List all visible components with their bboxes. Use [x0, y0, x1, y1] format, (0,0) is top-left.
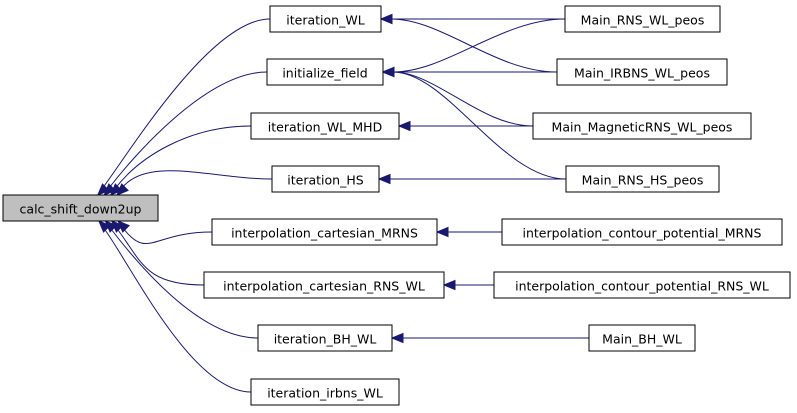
edge-Main_MagneticRNS_WL_peos-to-initialize_field [381, 66, 534, 127]
edge-line [121, 226, 213, 244]
node-box[interactable] [203, 271, 445, 299]
node-label: Main_RNS_HS_peos [582, 173, 704, 188]
node-label: iteration_HS [287, 173, 363, 188]
edge-line [109, 226, 259, 339]
node-box[interactable] [269, 5, 382, 33]
arrowhead [381, 66, 395, 78]
node-label: Main_RNS_WL_peos [581, 13, 705, 28]
node-iteration_WL_MHD[interactable]: iteration_WL_MHD [250, 112, 400, 140]
edges-layer [96, 13, 590, 393]
node-iteration_irbns_WL[interactable]: iteration_irbns_WL [250, 378, 400, 406]
node-box[interactable] [250, 378, 400, 406]
arrowhead [377, 173, 391, 185]
node-iteration_WL[interactable]: iteration_WL [269, 5, 382, 33]
edge-interpolation_contour_potential_MRNS-to-interpolation_cartesian_MRNS [435, 226, 503, 238]
edge-interpolation_contour_potential_RNS_WL-to-interpolation_cartesian_RNS_WL [442, 279, 494, 291]
edge-line [102, 226, 252, 393]
node-interpolation_contour_potential_MRNS[interactable]: interpolation_contour_potential_MRNS [501, 218, 783, 246]
node-label: iteration_BH_WL [274, 332, 377, 347]
arrowhead [435, 226, 449, 238]
edge-line [114, 125, 252, 190]
node-label: iteration_irbns_WL [267, 386, 383, 401]
arrowhead [96, 183, 110, 196]
edge-line [120, 170, 273, 190]
node-label: iteration_WL_MHD [268, 120, 382, 135]
node-label: Main_BH_WL [602, 332, 682, 347]
node-label: interpolation_contour_potential_RNS_WL [515, 279, 769, 294]
node-label: calc_shift_down2up [20, 202, 142, 217]
edge-line [101, 18, 271, 190]
arrowhead [397, 120, 411, 132]
node-box[interactable] [2, 194, 159, 222]
node-label: interpolation_cartesian_MRNS [231, 226, 418, 241]
node-Main_MagneticRNS_WL_peos[interactable]: Main_MagneticRNS_WL_peos [532, 112, 752, 140]
node-box[interactable] [250, 112, 400, 140]
node-box[interactable] [493, 271, 791, 299]
node-box[interactable] [556, 58, 728, 86]
node-Main_IRBNS_WL_peos[interactable]: Main_IRBNS_WL_peos [556, 58, 728, 86]
edge-iteration_HS-to-calc_shift_down2up [116, 170, 273, 196]
edge-iteration_irbns_WL-to-calc_shift_down2up [98, 220, 252, 393]
arrowhead [109, 183, 123, 196]
edge-Main_BH_WL-to-iteration_BH_WL [390, 332, 590, 344]
node-Main_RNS_HS_peos[interactable]: Main_RNS_HS_peos [565, 165, 720, 193]
node-interpolation_contour_potential_RNS_WL[interactable]: interpolation_contour_potential_RNS_WL [493, 271, 791, 299]
arrowhead [442, 279, 456, 291]
node-box[interactable] [532, 112, 752, 140]
nodes-layer: calc_shift_down2up iteration_WL initialize… [2, 5, 791, 406]
node-label: Main_MagneticRNS_WL_peos [552, 120, 733, 135]
edge-initialize_field-to-calc_shift_down2up [103, 71, 268, 196]
node-box[interactable] [588, 324, 696, 352]
arrowhead [98, 220, 111, 233]
arrowhead [116, 183, 129, 196]
edge-line [115, 226, 205, 286]
edge-line [392, 71, 534, 127]
edge-line [390, 18, 558, 73]
edge-Main_MagneticRNS_WL_peos-to-iteration_WL_MHD [397, 120, 533, 132]
node-box[interactable] [564, 5, 721, 33]
edge-Main_RNS_HS_peos-to-iteration_HS [377, 173, 566, 185]
edge-line [392, 18, 566, 73]
node-Main_BH_WL[interactable]: Main_BH_WL [588, 324, 696, 352]
node-iteration_BH_WL[interactable]: iteration_BH_WL [257, 324, 393, 352]
edge-iteration_WL-to-calc_shift_down2up [96, 18, 271, 196]
edge-Main_IRBNS_WL_peos-to-iteration_WL [379, 13, 558, 73]
node-label: interpolation_contour_potential_MRNS [523, 226, 762, 241]
node-label: interpolation_cartesian_RNS_WL [223, 279, 425, 294]
arrowhead [103, 183, 117, 196]
node-label: iteration_WL [286, 13, 364, 28]
node-Main_RNS_WL_peos[interactable]: Main_RNS_WL_peos [564, 5, 721, 33]
node-label: Main_IRBNS_WL_peos [574, 66, 710, 81]
edge-iteration_WL_MHD-to-calc_shift_down2up [109, 125, 252, 196]
node-interpolation_cartesian_MRNS[interactable]: interpolation_cartesian_MRNS [211, 218, 438, 246]
node-box[interactable] [501, 218, 783, 246]
node-iteration_HS[interactable]: iteration_HS [271, 165, 380, 193]
arrowhead [379, 13, 393, 25]
edge-interpolation_cartesian_MRNS-to-calc_shift_down2up [117, 220, 213, 244]
node-box[interactable] [271, 165, 380, 193]
node-box[interactable] [266, 58, 384, 86]
node-box[interactable] [211, 218, 438, 246]
arrowhead [390, 332, 404, 344]
node-calc_shift_down2up[interactable]: calc_shift_down2up [2, 194, 159, 222]
edge-line [107, 71, 268, 190]
node-box[interactable] [565, 165, 720, 193]
node-interpolation_cartesian_RNS_WL[interactable]: interpolation_cartesian_RNS_WL [203, 271, 445, 299]
node-label: initialize_field [282, 66, 367, 81]
node-initialize_field[interactable]: initialize_field [266, 58, 384, 86]
node-box[interactable] [257, 324, 393, 352]
